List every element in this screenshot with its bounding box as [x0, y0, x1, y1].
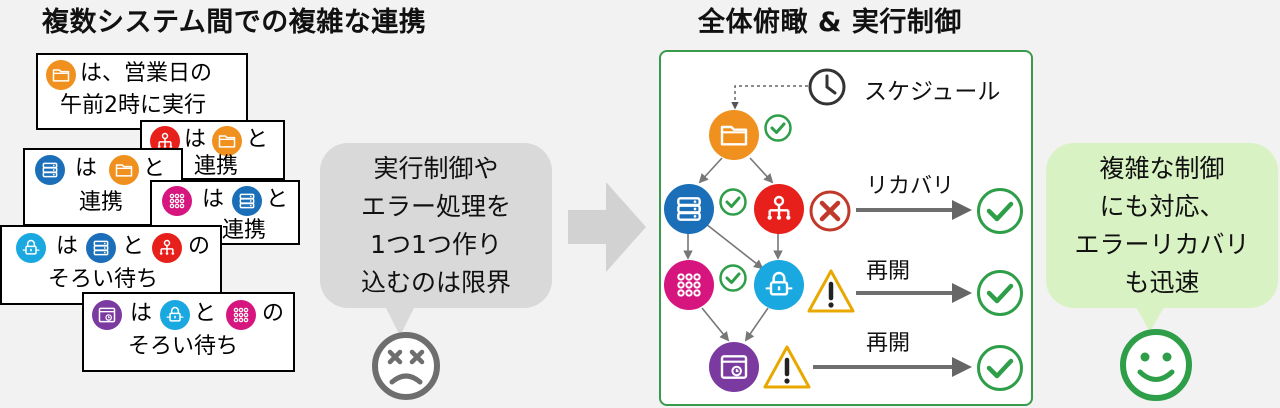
left-speech-bubble: 実行制御や エラー処理を 1つ1つ作り 込むのは限界 — [320, 143, 552, 308]
card-5-text-a: は — [56, 234, 79, 259]
card-4-line-2: 連携 — [222, 218, 267, 243]
grid-icon — [162, 186, 192, 216]
card-2-text-b: と — [246, 127, 269, 152]
card-1-line-1: は、営業日の — [80, 61, 213, 86]
small-check-icon — [719, 188, 747, 216]
rule-card-6: は と の そろい待ち — [82, 292, 295, 372]
card-3-line-2: 連携 — [79, 190, 124, 215]
card-3-text-b: と — [143, 156, 166, 181]
warning-icon — [763, 345, 811, 389]
window-icon — [709, 342, 759, 392]
left-bubble-line-1: 実行制御や — [373, 153, 499, 183]
resume-label-2: 再開 — [866, 331, 911, 356]
right-bubble-line-3: エラーリカバリ — [1074, 229, 1250, 259]
right-title: 全体俯瞰 & 実行制御 — [698, 7, 962, 38]
database-icon — [232, 186, 262, 216]
success-check-icon — [977, 345, 1023, 391]
folder-icon — [212, 126, 242, 156]
database-icon — [664, 184, 714, 234]
smile-face-icon — [1120, 329, 1192, 401]
lock-icon — [160, 300, 190, 330]
network-icon — [152, 233, 182, 263]
recovery-label: リカバリ — [866, 174, 955, 199]
warning-icon — [807, 269, 855, 313]
folder-icon — [109, 155, 139, 185]
card-6-text-b: と — [194, 301, 217, 326]
window-icon — [92, 300, 122, 330]
card-6-text-c: の — [262, 301, 285, 326]
grid-icon — [226, 300, 256, 330]
small-check-icon — [719, 264, 747, 292]
card-2-text-a: は — [184, 127, 207, 152]
card-3-text-a: は — [75, 156, 98, 181]
left-bubble-line-4: 込むのは限界 — [360, 267, 511, 297]
resume-label-1: 再開 — [866, 259, 911, 284]
database-icon — [35, 155, 65, 185]
success-check-icon — [977, 188, 1023, 234]
card-5-text-c: の — [188, 234, 211, 259]
left-bubble-tail — [382, 300, 418, 336]
rule-card-3: は と 連携 — [23, 148, 183, 226]
folder-icon — [709, 110, 759, 160]
folder-icon — [46, 60, 76, 90]
left-title: 複数システム間での複雑な連携 — [42, 7, 427, 38]
card-2-line-2: 連携 — [194, 154, 239, 179]
small-check-icon — [764, 114, 792, 142]
error-x-icon — [809, 190, 851, 232]
network-icon — [754, 184, 804, 234]
right-bubble-tail — [1132, 300, 1168, 332]
right-speech-bubble: 複雑な制御 にも対応、 エラーリカバリ も迅速 — [1046, 143, 1278, 308]
lock-icon — [16, 233, 46, 263]
left-bubble-line-2: エラー処理を — [360, 191, 511, 221]
card-4-text-b: と — [266, 187, 289, 212]
grid-icon — [664, 260, 714, 310]
card-4-text-a: は — [202, 187, 225, 212]
right-bubble-line-1: 複雑な制御 — [1099, 153, 1225, 183]
schedule-label: スケジュール — [864, 79, 1001, 105]
card-6-line-2: そろい待ち — [128, 334, 239, 359]
database-icon — [86, 233, 116, 263]
rule-card-2: は と 連携 — [140, 120, 285, 180]
right-arrow-icon — [568, 182, 646, 272]
lock-icon — [754, 260, 804, 310]
card-5-text-b: と — [122, 234, 145, 259]
right-bubble-line-4: も迅速 — [1124, 267, 1200, 297]
clock-icon — [808, 68, 846, 106]
card-1-line-2: 午前2時に実行 — [60, 93, 206, 118]
right-bubble-line-2: にも対応、 — [1099, 191, 1225, 221]
left-bubble-line-3: 1つ1つ作り — [370, 229, 502, 259]
card-6-text-a: は — [130, 301, 153, 326]
card-5-line-2: そろい待ち — [48, 267, 159, 292]
success-check-icon — [977, 270, 1023, 316]
rule-card-1: は、営業日の 午前2時に実行 — [36, 53, 248, 130]
sad-face-icon — [372, 332, 440, 400]
